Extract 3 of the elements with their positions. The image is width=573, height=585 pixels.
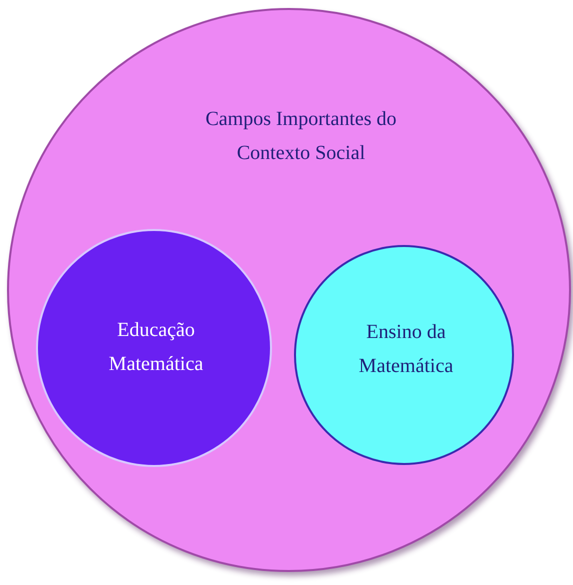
circle-label: Educação Matemática (108, 318, 204, 377)
circle-label: Ensino da Matemática (358, 320, 454, 379)
circle-label: Campos Importantes do Contexto Social (204, 107, 398, 166)
